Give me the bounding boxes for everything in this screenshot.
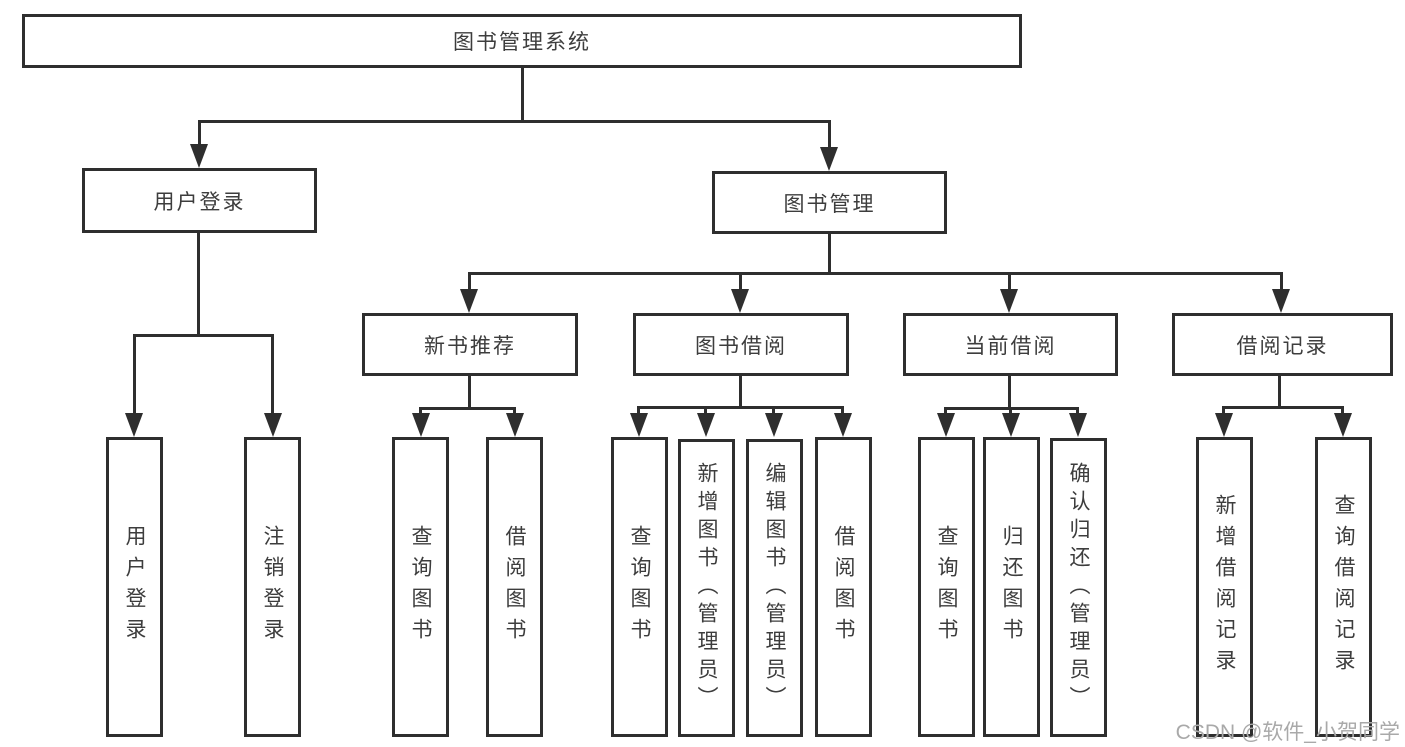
leaf-query-books-borrow-label: 查询图书 [628, 525, 651, 649]
leaf-query-borrow-record-label: 查询借阅记录 [1332, 494, 1355, 680]
connector-leaf-drop [1341, 406, 1344, 416]
node-book-borrowing: 图书借阅 [633, 313, 849, 376]
connector-leaf-drop [1076, 407, 1079, 416]
node-root: 图书管理系统 [22, 14, 1022, 68]
connector-leaf-drop [419, 407, 422, 416]
connector-borrow-records-bar [1222, 406, 1344, 409]
connector-level3-drop [739, 272, 742, 291]
connector-leaf-drop [841, 406, 844, 416]
arrowhead-leaf [630, 413, 648, 437]
arrowhead-leaf [264, 413, 282, 437]
watermark: CSDN @软件_小贺同学 [1175, 721, 1400, 744]
arrowhead-book-borrow [731, 289, 749, 313]
connector-current-borrow-stem [1008, 376, 1011, 407]
connector-level3-drop [1008, 272, 1011, 291]
node-borrowing-records: 借阅记录 [1172, 313, 1393, 376]
connector-root-stem [521, 68, 524, 120]
arrowhead-leaf [834, 413, 852, 437]
connector-leaf-drop [1222, 406, 1225, 416]
node-book-borrowing-label: 图书借阅 [695, 334, 787, 358]
leaf-query-books-current-label: 查询图书 [935, 525, 958, 649]
connector-leaf-drop [637, 406, 640, 416]
connector-level3-drop [468, 272, 471, 291]
leaf-add-borrow-record-label: 新增借阅记录 [1213, 494, 1236, 680]
connector-book-borrow-bar [637, 406, 844, 409]
leaf-add-book-admin: 新增图书（管理员） [678, 439, 735, 737]
leaf-add-borrow-record: 新增借阅记录 [1196, 437, 1253, 737]
leaf-confirm-return-admin: 确认归还（管理员） [1050, 438, 1107, 737]
arrowhead-leaf [1215, 413, 1233, 437]
connector-leaf-drop [1009, 407, 1012, 416]
leaf-logout-label: 注销登录 [261, 525, 284, 649]
leaf-query-books-current: 查询图书 [918, 437, 975, 737]
arrowhead-book-mgmt [820, 147, 838, 171]
connector-new-book-bar [419, 407, 516, 410]
connector-level2-bar [198, 120, 831, 123]
leaf-query-borrow-record: 查询借阅记录 [1315, 437, 1372, 737]
node-user-login: 用户登录 [82, 168, 317, 233]
leaf-borrow-books: 借阅图书 [815, 437, 872, 737]
leaf-query-books-recommend-label: 查询图书 [409, 525, 432, 649]
node-new-book-recommend-label: 新书推荐 [424, 334, 516, 358]
arrowhead-leaf [697, 413, 715, 437]
leaf-query-books-borrow: 查询图书 [611, 437, 668, 737]
arrowhead-leaf [1334, 413, 1352, 437]
arrowhead-leaf [1002, 413, 1020, 437]
arrowhead-current-borrow [1000, 289, 1018, 313]
connector-user-login-stem [197, 233, 200, 334]
connector-book-mgmt-stem [828, 234, 831, 272]
node-book-management: 图书管理 [712, 171, 947, 234]
connector-borrow-records-stem [1278, 375, 1281, 406]
leaf-return-book: 归还图书 [983, 437, 1040, 737]
leaf-borrow-books-recommend-label: 借阅图书 [503, 525, 526, 649]
node-root-label: 图书管理系统 [453, 31, 591, 54]
connector-leaf-drop [271, 334, 274, 415]
arrowhead-new-book [460, 289, 478, 313]
connector-leaf-drop [772, 406, 775, 416]
node-borrowing-records-label: 借阅记录 [1236, 334, 1329, 358]
arrowhead-leaf [765, 413, 783, 437]
leaf-add-book-admin-label: 新增图书（管理员） [695, 462, 718, 714]
connector-level3-drop [1280, 272, 1283, 291]
connector-leaf-drop [944, 407, 947, 416]
node-current-borrowing-label: 当前借阅 [964, 334, 1057, 358]
node-user-login-label: 用户登录 [153, 190, 246, 214]
connector-user-login-bar [133, 334, 274, 337]
leaf-query-books-recommend: 查询图书 [392, 437, 449, 737]
node-current-borrowing: 当前借阅 [903, 313, 1118, 376]
node-book-management-label: 图书管理 [783, 192, 876, 216]
node-new-book-recommend: 新书推荐 [362, 313, 578, 376]
leaf-logout: 注销登录 [244, 437, 301, 737]
connector-book-mgmt-drop [828, 120, 831, 149]
connector-book-borrow-stem [739, 376, 742, 406]
arrowhead-user-login [190, 144, 208, 168]
arrowhead-leaf [1069, 413, 1087, 437]
leaf-user-login: 用户登录 [106, 437, 163, 737]
arrowhead-borrow-records [1272, 289, 1290, 313]
arrowhead-leaf [937, 413, 955, 437]
connector-new-book-stem [468, 376, 471, 407]
leaf-return-book-label: 归还图书 [1000, 525, 1023, 649]
leaf-borrow-books-label: 借阅图书 [832, 525, 855, 649]
leaf-confirm-return-admin-label: 确认归还（管理员） [1067, 461, 1090, 714]
connector-user-login-drop [198, 120, 201, 146]
connector-leaf-drop [513, 407, 516, 416]
leaf-edit-book-admin: 编辑图书（管理员） [746, 439, 803, 737]
arrowhead-leaf [125, 413, 143, 437]
connector-level3-bar [468, 272, 1283, 275]
arrowhead-leaf [412, 413, 430, 437]
leaf-user-login-label: 用户登录 [123, 525, 146, 649]
leaf-edit-book-admin-label: 编辑图书（管理员） [763, 462, 786, 714]
connector-leaf-drop [704, 406, 707, 416]
connector-leaf-drop [133, 334, 136, 415]
arrowhead-leaf [506, 413, 524, 437]
leaf-borrow-books-recommend: 借阅图书 [486, 437, 543, 737]
